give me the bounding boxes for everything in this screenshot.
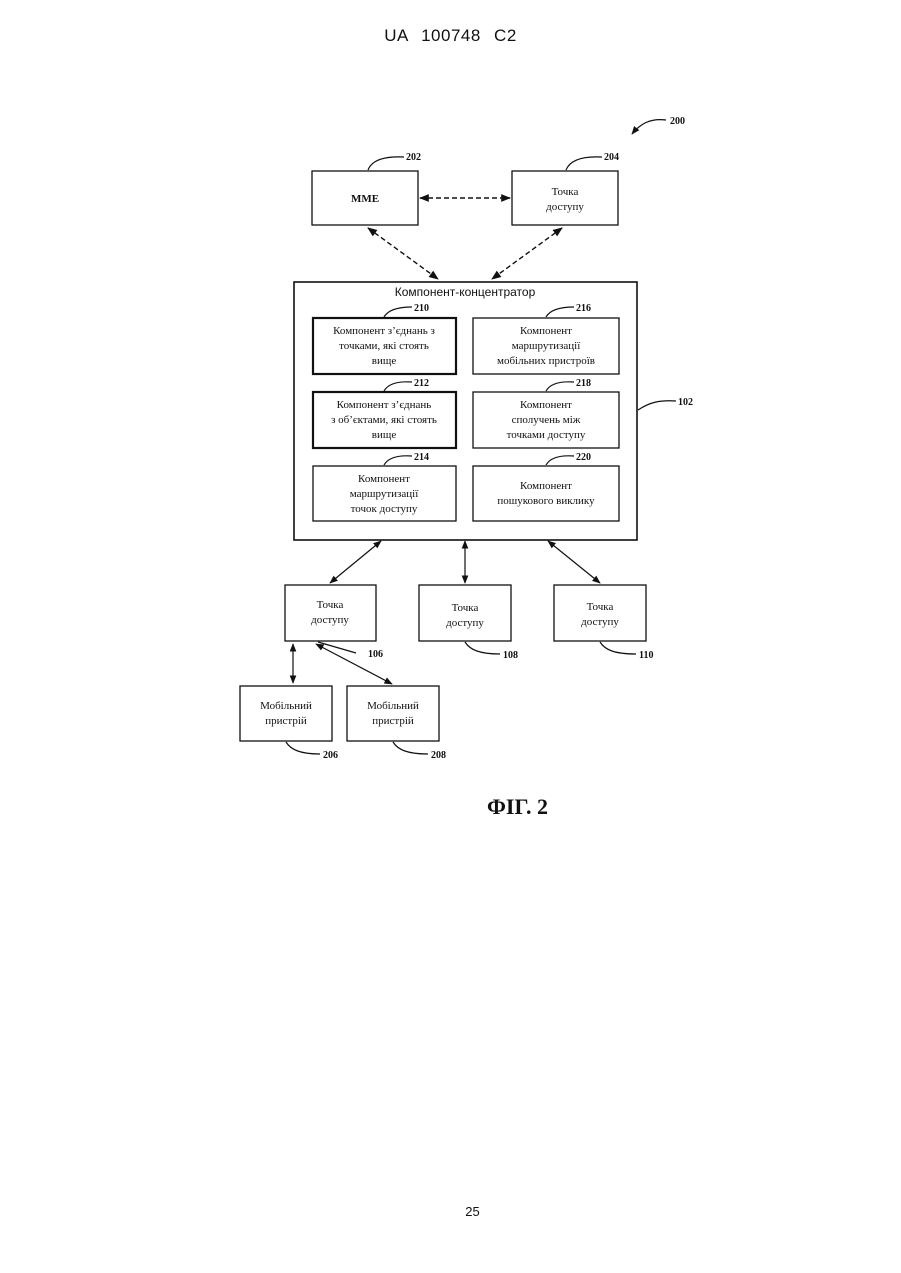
component-212-line3: вище	[372, 429, 397, 441]
component-210-ref: 210	[414, 303, 429, 314]
component-212-ref: 212	[414, 378, 429, 389]
component-216-line3: мобільних пристроїв	[497, 355, 595, 367]
figure-ref-200: 200	[632, 116, 685, 134]
component-218-line3: точками доступу	[507, 429, 586, 441]
component-214-line2: маршрутизації	[350, 488, 419, 500]
access-point-110-line1: Точка	[587, 601, 614, 613]
access-point-110-line2: доступу	[581, 616, 619, 628]
access-point-204-line2: доступу	[546, 201, 584, 213]
hub-ref-leader	[638, 401, 676, 410]
component-214-line1: Компонент	[358, 473, 410, 485]
component-210-line2: точками, які стоять	[339, 340, 429, 352]
access-point-110-ref-leader	[600, 642, 636, 654]
mobile-device-206-box	[240, 686, 332, 741]
figure-ref-arrow	[632, 120, 666, 134]
mme-ref-leader	[368, 157, 404, 170]
mobile-device-208-ref: 208	[431, 750, 446, 761]
access-point-110-box	[554, 585, 646, 641]
component-220-box	[473, 466, 619, 521]
mobile-device-206-line1: Мобільний	[260, 700, 312, 712]
mobile-device-208-line2: пристрій	[372, 715, 414, 727]
access-point-106-ref: 106	[368, 649, 383, 660]
mme-ref: 202	[406, 152, 421, 163]
mobile-device-206-line2: пристрій	[265, 715, 307, 727]
access-point-108-ref: 108	[503, 650, 518, 661]
component-216-line2: маршрутизації	[512, 340, 581, 352]
component-220-ref: 220	[576, 452, 591, 463]
mobile-device-208-line1: Мобільний	[367, 700, 419, 712]
mme-label: MME	[351, 193, 379, 205]
access-point-204-ref-leader	[566, 157, 602, 170]
mobile-device-208: Мобільний пристрій 208	[347, 686, 446, 761]
mobile-device-206-ref: 206	[323, 750, 338, 761]
access-point-108: Точка доступу 108	[419, 585, 518, 661]
component-216-line1: Компонент	[520, 325, 572, 337]
mobile-device-208-ref-leader	[393, 742, 428, 754]
hub-ap106-link	[330, 541, 381, 583]
component-214-ref: 214	[414, 452, 429, 463]
access-point-110: Точка доступу 110	[554, 585, 653, 661]
component-214-line3: точок доступу	[351, 503, 418, 515]
access-point-106-line2: доступу	[311, 614, 349, 626]
access-point-204: Точка доступу 204	[512, 152, 619, 225]
access-point-106-box	[285, 585, 376, 641]
access-point-108-ref-leader	[465, 642, 500, 654]
mobile-device-206: Мобільний пристрій 206	[240, 686, 338, 761]
ap-hub-dashed-link	[492, 228, 562, 279]
component-218-line1: Компонент	[520, 399, 572, 411]
access-point-204-ref: 204	[604, 152, 619, 163]
mobile-device-208-box	[347, 686, 439, 741]
access-point-204-box	[512, 171, 618, 225]
mme-hub-dashed-link	[368, 228, 438, 279]
hub-ref: 102	[678, 397, 693, 408]
access-point-108-line1: Точка	[452, 602, 479, 614]
figure-ref-label: 200	[670, 116, 685, 127]
component-216-ref: 216	[576, 303, 591, 314]
component-218-line2: сполучень між	[512, 414, 581, 426]
page-number: 25	[0, 1204, 901, 1219]
access-point-110-ref: 110	[639, 650, 653, 661]
component-210-line3: вище	[372, 355, 397, 367]
access-point-106: Точка доступу 106	[285, 585, 383, 660]
component-210-line1: Компонент з’єднань з	[333, 325, 435, 337]
mme-node: MME 202	[312, 152, 421, 225]
component-212-line2: з об’єктами, які стоять	[331, 414, 437, 426]
component-220-line2: пошукового виклику	[497, 495, 595, 507]
hub-title: Компонент-концентратор	[395, 285, 536, 299]
access-point-106-line1: Точка	[317, 599, 344, 611]
component-212-line1: Компонент з’єднань	[337, 399, 432, 411]
component-220-line1: Компонент	[520, 480, 572, 492]
mobile-device-206-ref-leader	[286, 742, 320, 754]
access-point-204-line1: Точка	[552, 186, 579, 198]
component-218-ref: 218	[576, 378, 591, 389]
access-point-108-line2: доступу	[446, 617, 484, 629]
figure-caption: ФІГ. 2	[487, 794, 548, 820]
hub-ap110-link	[548, 541, 600, 583]
